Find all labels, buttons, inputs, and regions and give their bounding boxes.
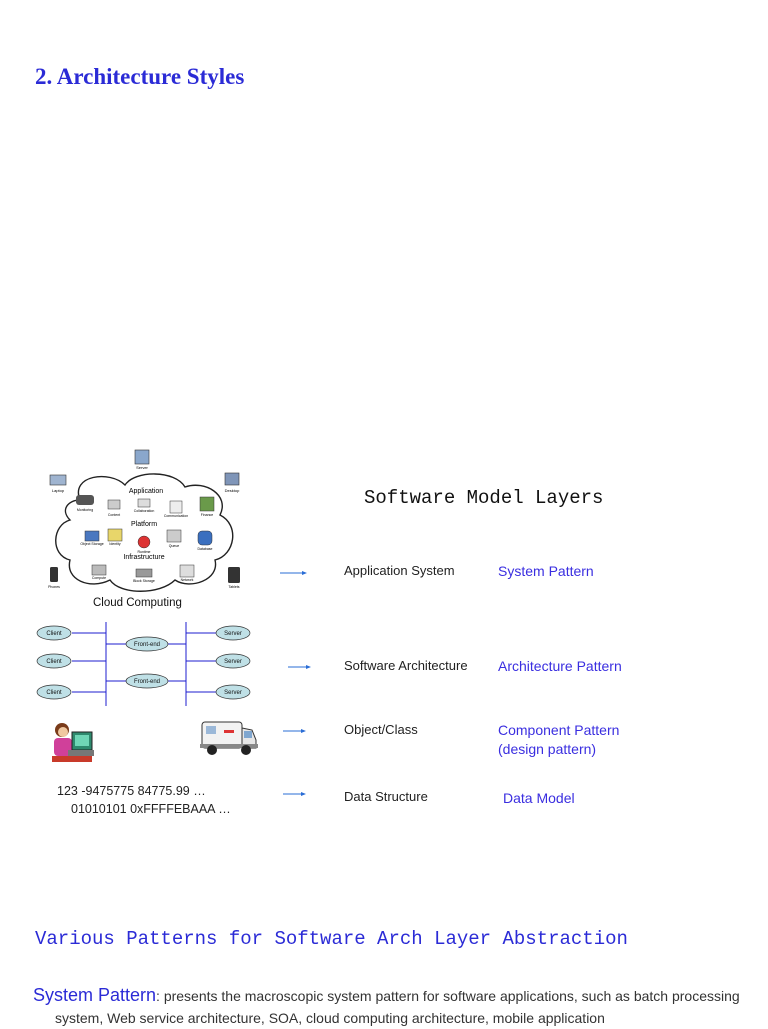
content-icon [107,499,121,510]
server-icon [134,449,150,465]
system-pattern-term: System Pattern [33,985,157,1005]
data-sample-line-2: 01010101 0xFFFFEBAAA … [71,802,231,816]
desktop-icon [224,472,240,486]
front-end-label: Front-end [134,642,160,648]
runtime-label: Runtime [137,550,150,554]
pattern-data-model: Data Model [503,790,575,806]
server-label: Server [136,465,148,470]
platform-label: Platform [131,521,157,528]
object-storage-label: Object Storage [80,542,103,546]
laptop-icon [49,474,67,486]
layer-data-structure: Data Structure [344,789,428,804]
infrastructure-label: Infrastructure [123,554,164,561]
various-patterns-title: Various Patterns for Software Arch Layer… [35,928,628,950]
pattern-system: System Pattern [498,563,594,579]
block-storage-label: Block Storage [133,579,155,583]
pattern-component: Component Pattern (design pattern) [498,721,619,759]
system-pattern-paragraph: System Pattern: presents the macroscopic… [33,984,745,1029]
monitoring-icon [76,495,94,505]
front-end-node [125,673,169,689]
pattern-component-line-1: Component Pattern [498,722,620,738]
laptop-label: Laptop [52,488,65,493]
communication-label: Communication [164,514,188,518]
arrow-right-icon [280,571,308,575]
finance-label: Finance [201,513,214,517]
monitoring-label: Monitoring [77,508,93,512]
collaboration-icon [137,498,151,508]
desktop-label: Desktop [225,488,240,493]
content-label: Content [108,513,120,517]
data-sample: 123 -9475775 84775.99 … 01010101 0xFFFFE… [57,782,231,818]
queue-label: Queue [169,544,180,548]
person-computer-clipart [50,720,98,766]
queue-icon [166,529,182,543]
client-node [36,684,72,700]
vehicle-clipart [198,716,260,760]
compute-icon [91,564,107,576]
arrow-right-icon [288,665,316,669]
object-storage-icon [84,530,100,542]
client-label: Client [46,659,62,665]
collaboration-label: Collaboration [134,509,155,513]
client-node [36,653,72,669]
tablets-label: Tablets [228,585,239,589]
front-end-label: Front-end [134,679,160,685]
client-server-diagram: Client Client Client Front-end Front-end… [36,620,256,708]
finance-icon [199,496,215,512]
server-node [215,625,251,641]
data-sample-line-1: 123 -9475775 84775.99 … [57,784,206,798]
server-label: Server [224,659,242,665]
cloud-caption: Cloud Computing [93,597,182,609]
database-label: Database [198,547,213,551]
pattern-component-line-2: (design pattern) [498,741,597,757]
arrow-right-icon [283,792,311,796]
layer-application-system: Application System [344,563,455,578]
compute-label: Compute [92,576,106,580]
server-label: Server [224,690,242,696]
cloud-computing-diagram: Server Laptop Desktop Application Platfo… [40,445,250,595]
identity-icon [107,528,123,542]
identity-label: Identity [109,542,121,546]
server-label: Server [224,631,242,637]
phones-label: Phones [48,585,60,589]
pattern-architecture: Architecture Pattern [498,658,622,674]
phone-icon [50,567,58,582]
communication-icon [169,500,183,514]
runtime-icon [137,535,151,549]
block-storage-icon [135,568,153,578]
network-icon [179,564,195,578]
layer-software-architecture: Software Architecture [344,658,468,673]
system-pattern-desc: : presents the macroscopic system patter… [55,988,740,1026]
server-node [215,684,251,700]
network-label: Network [181,578,194,582]
layers-title: Software Model Layers [364,487,604,509]
application-label: Application [129,488,163,495]
front-end-node [125,636,169,652]
client-node [36,625,72,641]
layer-object-class: Object/Class [344,722,418,737]
cloud-shape [55,473,234,592]
client-label: Client [46,631,62,637]
database-icon [197,530,213,546]
client-label: Client [46,690,62,696]
tablet-icon [228,567,240,583]
section-heading: 2. Architecture Styles [35,64,245,89]
arrow-right-icon [283,729,311,733]
server-node [215,653,251,669]
